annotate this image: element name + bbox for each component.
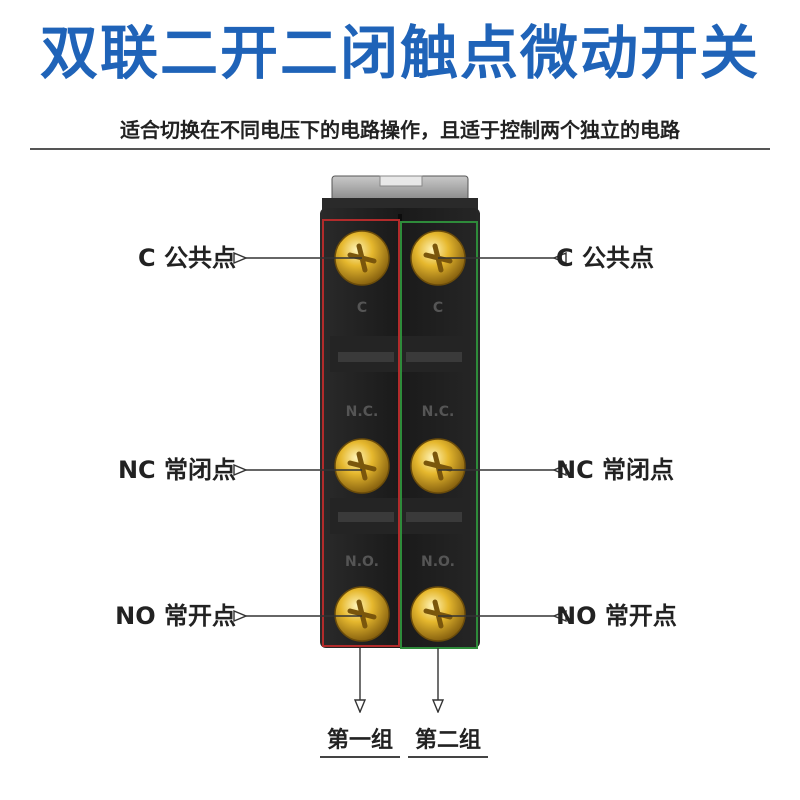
page-title: 双联二开二闭触点微动开关 <box>39 19 760 87</box>
terminal-mark: N.O. <box>421 554 455 570</box>
label-nc-right: NC 常闭点 <box>556 456 675 484</box>
label-common-right: C 公共点 <box>556 244 654 272</box>
screw-icon <box>334 586 390 642</box>
subtitle-underline <box>30 148 770 150</box>
page-subtitle: 适合切换在不同电压下的电路操作，且适于控制两个独立的电路 <box>120 118 680 142</box>
group-label-2: 第二组 <box>398 726 498 758</box>
label-no-left: NO 常开点 <box>115 602 236 630</box>
terminal-mark: C <box>357 300 367 316</box>
screw-icon <box>334 438 390 494</box>
label-nc-left: NC 常闭点 <box>117 456 236 484</box>
pointer-lines <box>246 258 554 712</box>
group-underline <box>320 756 400 758</box>
screw-icon <box>410 586 466 642</box>
label-no-right: NO 常开点 <box>556 602 677 630</box>
group2-outline <box>400 221 478 649</box>
terminal-mark: C <box>433 300 443 316</box>
group-label-text: 第二组 <box>414 728 481 753</box>
label-common-left: C 公共点 <box>138 244 236 272</box>
terminal-mark: N.O. <box>345 554 379 570</box>
terminal-mark: N.C. <box>422 404 455 420</box>
group-underline <box>408 756 488 758</box>
group-label-1: 第一组 <box>310 726 410 758</box>
screw-icon <box>410 438 466 494</box>
terminal-mark: N.C. <box>346 404 379 420</box>
group-label-text: 第一组 <box>326 728 393 753</box>
group1-outline <box>322 219 400 647</box>
